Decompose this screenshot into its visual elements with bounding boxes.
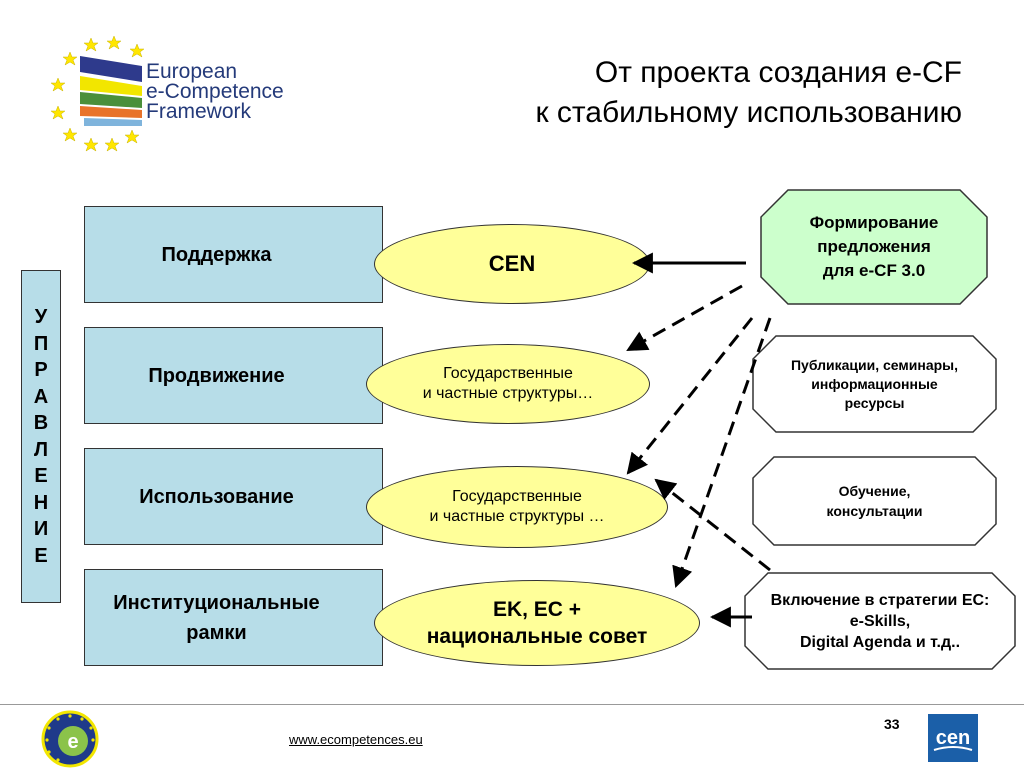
box-promotion-label: Продвижение xyxy=(148,364,285,387)
slide-title-line-2: к стабильному использованию xyxy=(535,96,962,129)
governance-letter: Е xyxy=(34,544,48,567)
logo-line-2: e-Competence xyxy=(146,80,284,103)
octagon-ecf-proposal-line1: Формирование xyxy=(809,213,939,232)
ellipse-ec-councils-line1: EK, EC + xyxy=(492,598,582,621)
ellipse-structures-1-line2: и частные структуры… xyxy=(422,385,594,402)
arrow-proposal-to-structures-2 xyxy=(626,317,754,475)
governance-letter: И xyxy=(33,518,49,540)
star-icon xyxy=(83,37,99,52)
box-promotion: Продвижение xyxy=(84,327,383,424)
box-institutional-label-1: Институциональные xyxy=(113,591,320,614)
star-icon xyxy=(62,127,78,142)
ellipse-structures-2-line2: и частные структуры … xyxy=(429,508,605,525)
governance-letter: В xyxy=(33,412,49,434)
octagon-ecf-proposal-line3: для e-CF 3.0 xyxy=(822,261,926,280)
octagon-eu-strategies: Включение в стратегии ЕС: e-Skills, Digi… xyxy=(744,572,1016,670)
star-icon xyxy=(50,105,66,120)
octagon-eu-strategies-line1: Включение в стратегии ЕС: xyxy=(770,591,990,609)
star-icon xyxy=(50,77,66,92)
cen-logo-icon: cen xyxy=(928,714,978,762)
ellipse-structures-1: Государственные и частные структуры… xyxy=(366,344,650,424)
octagon-shape xyxy=(744,572,1016,670)
logo-line-3: Framework xyxy=(146,100,252,123)
box-usage: Использование xyxy=(84,448,383,545)
star-icon xyxy=(106,35,122,50)
octagon-training: Обучение, консультации xyxy=(752,456,997,546)
governance-letter: Н xyxy=(33,491,49,514)
governance-letter: Л xyxy=(33,438,49,461)
box-institutional-label-2: рамки xyxy=(186,621,247,644)
star-icon xyxy=(129,43,145,58)
governance-letter: Е xyxy=(34,465,48,487)
slide-title-line-1: От проекта создания e-CF xyxy=(594,56,962,89)
octagon-publications-line3: ресурсы xyxy=(844,394,905,411)
box-institutional: Институциональные рамки xyxy=(84,569,383,666)
svg-text:e: e xyxy=(67,731,78,753)
governance-letter: Р xyxy=(34,359,48,381)
governance-letter: У xyxy=(34,306,48,328)
ellipse-structures-2: Государственные и частные структуры … xyxy=(366,466,668,548)
octagon-eu-strategies-line2: e-Skills, xyxy=(849,612,911,630)
footer-divider xyxy=(0,704,1024,705)
octagon-publications: Публикации, семинары, информационные рес… xyxy=(752,335,997,433)
page-number: 33 xyxy=(884,716,900,732)
ecf-badge-icon: e xyxy=(41,710,99,768)
ellipse-cen-label: CEN xyxy=(488,251,536,276)
octagon-shape xyxy=(760,189,988,305)
box-usage-label: Использование xyxy=(139,485,294,508)
box-support: Поддержка xyxy=(84,206,383,303)
ellipse-structures-1-line1: Государственные xyxy=(443,365,573,382)
octagon-ecf-proposal: Формирование предложения для e-CF 3.0 xyxy=(760,189,988,305)
octagon-training-line1: Обучение, xyxy=(838,483,911,499)
ellipse-cen: CEN xyxy=(374,224,650,304)
octagon-publications-line1: Публикации, семинары, xyxy=(790,356,959,373)
logo-line-1: European xyxy=(146,60,238,83)
ellipse-ec-councils: EK, EC + национальные совет xyxy=(374,580,700,666)
governance-letter: А xyxy=(33,385,49,408)
governance-box: У П Р А В Л Е Н И Е xyxy=(21,270,61,603)
box-support-label: Поддержка xyxy=(161,243,272,266)
ellipse-ec-councils-line2: национальные совет xyxy=(426,625,648,648)
star-icon xyxy=(104,137,120,152)
ellipse-structures-2-line1: Государственные xyxy=(452,488,582,505)
footer-website-link[interactable]: www.ecompetences.eu xyxy=(289,732,423,747)
governance-letter: П xyxy=(33,332,49,355)
arrow-proposal-to-structures-1 xyxy=(626,284,743,352)
ecf-logo-graphic xyxy=(50,35,145,152)
octagon-training-line2: консультации xyxy=(826,503,923,519)
octagon-ecf-proposal-line2: предложения xyxy=(817,237,931,256)
star-icon xyxy=(62,51,78,66)
octagon-eu-strategies-line3: Digital Agenda и т.д.. xyxy=(799,633,961,651)
logo-wordmark: European e-Competence Framework xyxy=(146,60,284,123)
star-icon xyxy=(124,129,140,144)
svg-text:cen: cen xyxy=(936,727,970,749)
octagon-publications-line2: информационные xyxy=(811,375,938,392)
star-icon xyxy=(83,137,99,152)
